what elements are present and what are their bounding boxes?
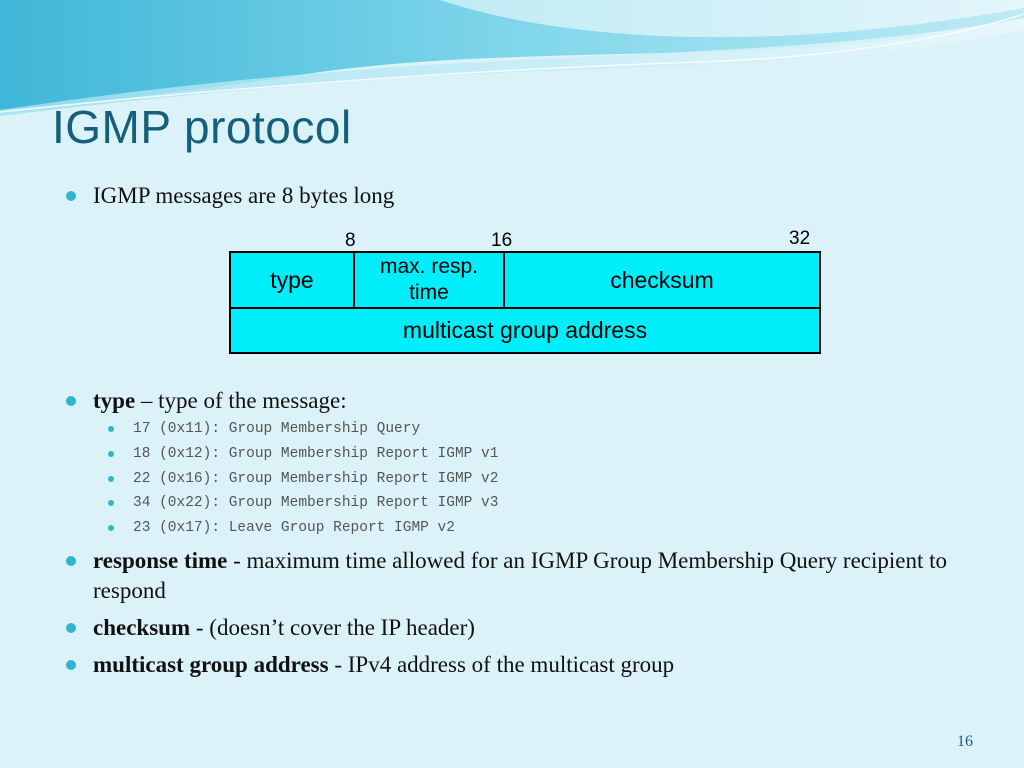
sub-bullet-dot-icon xyxy=(108,426,114,432)
message-type-text: 22 (0x16): Group Membership Report IGMP … xyxy=(133,471,499,487)
bullet-term: checksum xyxy=(93,615,191,640)
message-type-text: 18 (0x12): Group Membership Report IGMP … xyxy=(133,446,499,462)
field-group-address-label: multicast group address xyxy=(402,317,648,343)
header-wave-decoration xyxy=(0,0,1024,116)
page-number: 16 xyxy=(957,733,973,750)
message-type-item: 23 (0x17): Leave Group Report IGMP v2 xyxy=(108,519,455,537)
bullet-message-size: IGMP messages are 8 bytes long xyxy=(66,181,395,211)
bullet-text: – type of the message: xyxy=(135,388,347,413)
bullet-dot-icon xyxy=(66,660,76,670)
bullet-term: response time xyxy=(93,548,228,573)
message-type-item: 22 (0x16): Group Membership Report IGMP … xyxy=(108,470,499,488)
field-type-label: type xyxy=(270,266,314,293)
bullet-type: type – type of the message: xyxy=(66,386,347,416)
field-max-resp-label-line2: time xyxy=(409,281,449,304)
bullet-group-address: multicast group address - IPv4 address o… xyxy=(66,650,675,680)
bullet-text: - IPv4 address of the multicast group xyxy=(328,652,675,677)
field-max-resp-time: max. resp. time xyxy=(355,253,505,309)
field-checksum: checksum xyxy=(505,253,819,309)
bullet-response-time: response time - maximum time allowed for… xyxy=(66,546,993,606)
field-type: type xyxy=(231,253,355,309)
bit-label-32: 32 xyxy=(789,228,811,249)
message-type-item: 18 (0x12): Group Membership Report IGMP … xyxy=(108,445,499,463)
field-max-resp-label-line1: max. resp. xyxy=(379,255,479,278)
bullet-checksum: checksum - (doesn’t cover the IP header) xyxy=(66,613,475,643)
sub-bullet-dot-icon xyxy=(108,525,114,531)
bullet-dot-icon xyxy=(66,396,76,406)
sub-bullet-dot-icon xyxy=(108,451,114,457)
bullet-text: - maximum time allowed for an IGMP Group… xyxy=(93,548,948,603)
message-type-item: 17 (0x11): Group Membership Query xyxy=(108,420,421,438)
message-type-text: 23 (0x17): Leave Group Report IGMP v2 xyxy=(133,520,455,536)
field-checksum-label: checksum xyxy=(610,266,714,293)
bit-label-16: 16 xyxy=(491,230,513,251)
bullet-dot-icon xyxy=(66,556,76,566)
packet-box: type max. resp. time checksum multicast … xyxy=(229,251,821,354)
bullet-text: - (doesn’t cover the IP header) xyxy=(190,615,475,640)
message-type-text: 17 (0x11): Group Membership Query xyxy=(133,421,421,437)
message-type-text: 34 (0x22): Group Membership Report IGMP … xyxy=(133,495,499,511)
bullet-dot-icon xyxy=(66,623,76,633)
bullet-term: type xyxy=(93,388,136,413)
bit-label-8: 8 xyxy=(345,230,356,251)
slide-title: IGMP protocol xyxy=(52,101,352,153)
sub-bullet-dot-icon xyxy=(108,476,114,482)
message-type-item: 34 (0x22): Group Membership Report IGMP … xyxy=(108,494,499,512)
bullet-dot-icon xyxy=(66,191,76,201)
bullet-term: multicast group address xyxy=(93,652,329,677)
bullet-text: IGMP messages are 8 bytes long xyxy=(93,183,395,208)
field-group-address: multicast group address xyxy=(231,309,819,352)
sub-bullet-dot-icon xyxy=(108,500,114,506)
